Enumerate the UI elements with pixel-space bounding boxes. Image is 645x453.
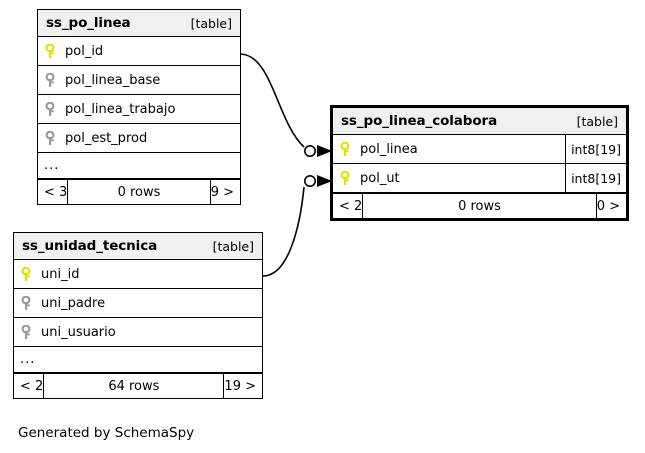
table-row[interactable]: uni_padre — [14, 289, 262, 318]
cardinality-zero-marker-1 — [303, 145, 316, 158]
column-name: pol_id — [65, 43, 104, 59]
column-name: pol_linea_base — [65, 72, 161, 88]
table-row[interactable]: uni_usuario — [14, 318, 262, 347]
table-row[interactable]: pol_linea_base — [38, 66, 240, 95]
column-type: int8[19] — [565, 164, 626, 192]
more-columns-row: ... — [38, 153, 240, 179]
index-key-icon — [45, 101, 55, 116]
column-name: pol_linea — [360, 141, 418, 157]
relationship-line-pol-id-to-pol-linea — [239, 53, 305, 148]
table-header: ss_po_linea_colabora [table] — [333, 108, 626, 135]
table-row[interactable]: pol_linea_trabajo — [38, 95, 240, 124]
table-title: ss_po_linea_colabora — [341, 113, 498, 129]
table-footer: < 2 0 rows 0 > — [333, 193, 626, 218]
table-type-tag: [table] — [576, 113, 618, 129]
column-cell: uni_usuario — [14, 318, 262, 346]
column-cell: pol_id — [38, 37, 240, 65]
more-columns-indicator: ... — [44, 158, 60, 173]
column-name: uni_padre — [41, 295, 106, 311]
table-type-tag: [table] — [190, 15, 232, 31]
table-row[interactable]: pol_linea int8[19] — [333, 135, 626, 164]
column-name: uni_usuario — [41, 324, 116, 340]
primary-key-icon — [45, 43, 55, 58]
primary-key-icon — [21, 266, 31, 281]
table-header: ss_unidad_tecnica [table] — [14, 233, 262, 260]
next-page-link[interactable]: 19 > — [224, 378, 256, 394]
diagram-caption: Generated by SchemaSpy — [18, 425, 195, 441]
column-cell: uni_padre — [14, 289, 262, 317]
relationship-line-uni-id-to-pol-ut — [262, 186, 305, 277]
table-footer: < 3 0 rows 9 > — [38, 179, 240, 204]
column-cell: pol_linea_base — [38, 66, 240, 94]
next-page-link[interactable]: 0 > — [596, 198, 620, 214]
column-cell: pol_ut — [333, 164, 565, 192]
prev-page-link[interactable]: < 3 — [44, 184, 68, 200]
primary-key-icon — [340, 170, 350, 185]
column-cell: pol_linea_trabajo — [38, 95, 240, 123]
more-columns-row: ... — [14, 347, 262, 373]
row-count: 0 rows — [67, 180, 211, 204]
table-row[interactable]: pol_ut int8[19] — [333, 164, 626, 193]
prev-page-link[interactable]: < 2 — [20, 378, 44, 394]
column-name: pol_linea_trabajo — [65, 101, 176, 117]
column-cell: uni_id — [14, 260, 262, 288]
more-columns-indicator: ... — [20, 352, 36, 367]
table-footer: < 2 64 rows 19 > — [14, 373, 262, 398]
column-type: int8[19] — [565, 135, 626, 163]
row-count: 0 rows — [362, 194, 597, 218]
table-title: ss_unidad_tecnica — [22, 238, 158, 254]
prev-page-link[interactable]: < 2 — [339, 198, 363, 214]
primary-key-icon — [340, 141, 350, 156]
row-count: 64 rows — [43, 374, 225, 398]
table-type-tag: [table] — [212, 238, 254, 254]
index-key-icon — [21, 324, 31, 339]
next-page-link[interactable]: 9 > — [210, 184, 234, 200]
column-name: pol_est_prod — [65, 130, 148, 146]
column-cell: pol_linea — [333, 135, 565, 163]
table-header: ss_po_linea [table] — [38, 10, 240, 37]
column-name: uni_id — [41, 266, 80, 282]
index-key-icon — [45, 130, 55, 145]
column-cell: pol_est_prod — [38, 124, 240, 152]
table-row[interactable]: uni_id — [14, 260, 262, 289]
table-row[interactable]: pol_est_prod — [38, 124, 240, 153]
table-node-ss-po-linea[interactable]: ss_po_linea [table] pol_id pol_li — [37, 9, 241, 205]
table-row[interactable]: pol_id — [38, 37, 240, 66]
table-title: ss_po_linea — [46, 15, 131, 31]
column-name: pol_ut — [360, 170, 400, 186]
cardinality-zero-marker-2 — [303, 175, 316, 188]
index-key-icon — [21, 295, 31, 310]
table-node-ss-po-linea-colabora[interactable]: ss_po_linea_colabora [table] pol_linea i… — [330, 105, 629, 221]
index-key-icon — [45, 72, 55, 87]
table-node-ss-unidad-tecnica[interactable]: ss_unidad_tecnica [table] uni_id — [13, 232, 263, 399]
